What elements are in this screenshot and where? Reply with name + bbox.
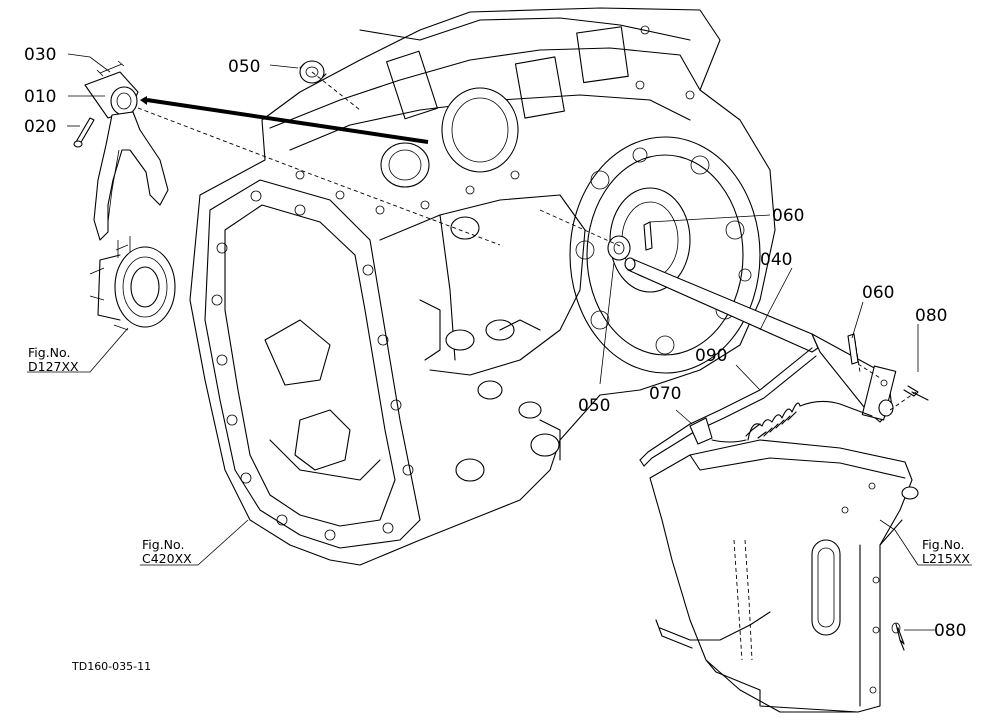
fig-d127-title: Fig.No. — [28, 345, 70, 360]
clip-080-lower — [891, 622, 905, 651]
drawing-code: TD160-035-11 — [71, 660, 151, 673]
side-bracket — [649, 439, 919, 713]
part-020-label: 020 — [24, 117, 56, 137]
part-050-top-label: 050 — [228, 57, 260, 77]
fig-c420-number: C420XX — [142, 551, 192, 566]
part-010-label: 010 — [24, 87, 56, 107]
part-080-lower-label: 080 — [934, 621, 966, 641]
centerline-fork — [137, 107, 501, 246]
transmission-housing — [189, 7, 776, 566]
part-050-bottom-label: 050 — [578, 396, 610, 416]
part-030-label: 030 — [24, 45, 56, 65]
assembly-arrow — [146, 98, 429, 144]
spring-090 — [711, 400, 873, 443]
shift-fork-010 — [73, 60, 169, 241]
centerline-seal — [539, 209, 621, 247]
part-labels: 030 010 020 050 060 040 060 080 090 070 … — [24, 45, 966, 641]
rod-070 — [639, 347, 817, 467]
centerline-seal-top — [311, 71, 361, 111]
fig-d127-number: D127XX — [28, 359, 79, 374]
release-bearing — [89, 236, 176, 331]
centerline-pin — [854, 339, 881, 379]
fig-c420-title: Fig.No. — [142, 537, 184, 552]
centerline-clip — [889, 391, 917, 411]
figure-references: Fig.No. D127XX Fig.No. C420XX Fig.No. L2… — [28, 345, 970, 566]
part-060-upper-label: 060 — [772, 206, 804, 226]
part-090-label: 090 — [695, 346, 727, 366]
part-070-label: 070 — [649, 384, 681, 404]
part-060-lower-label: 060 — [862, 283, 894, 303]
part-040-label: 040 — [760, 250, 792, 270]
fig-l215-title: Fig.No. — [922, 537, 964, 552]
seal-050-bottom — [607, 235, 631, 261]
part-080-upper-label: 080 — [915, 306, 947, 326]
leader-lines — [27, 53, 972, 631]
fig-l215-number: L215XX — [922, 551, 970, 566]
